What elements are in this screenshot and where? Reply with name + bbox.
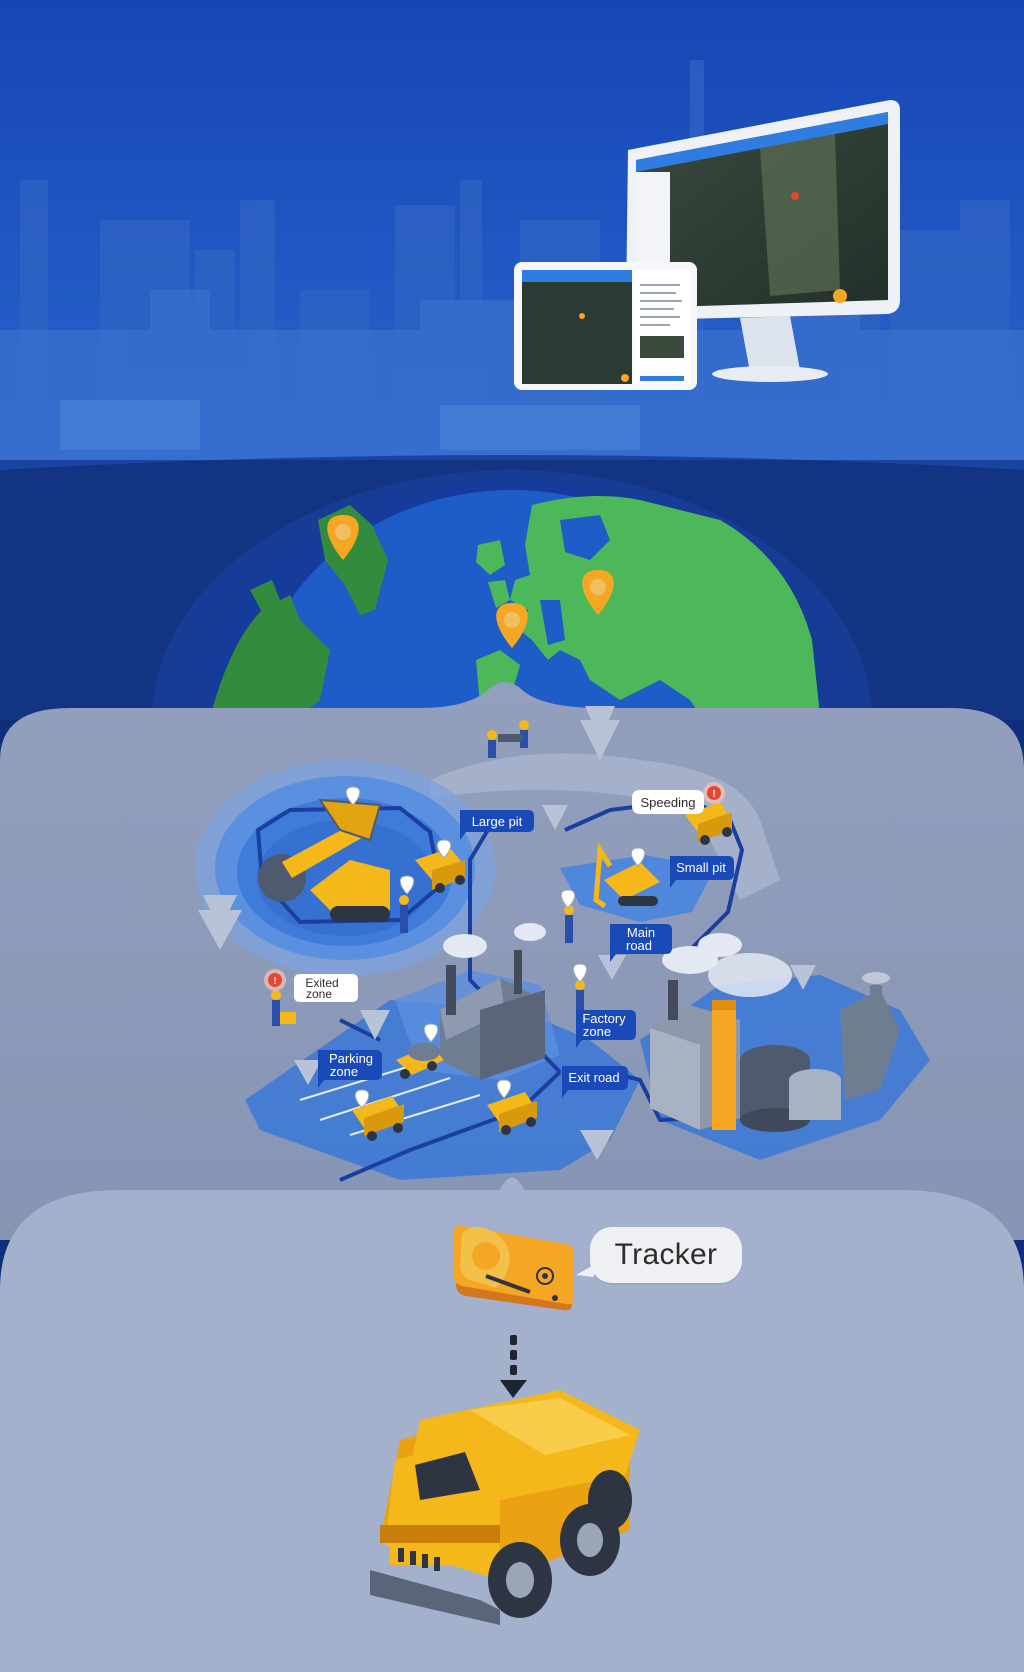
gps-tracker-icon [454,1225,574,1311]
tracker-callout: Tracker [576,1227,742,1283]
label-speeding: Speeding [632,790,704,814]
label-exit-road-text: Exit road [568,1070,619,1085]
alert-mark-speeding: ! [712,789,715,800]
factory-large [650,933,900,1132]
globe-pin-america [327,515,359,560]
label-factory-zone: Factory zone [576,1010,636,1048]
label-factory-zone-line2: zone [583,1024,611,1039]
mixer-truck [396,1043,444,1079]
label-parking-zone-line1: Parking [329,1051,373,1066]
alert-mark-exited-zone: ! [273,976,276,987]
globe-pin-europe-east [582,570,614,615]
label-exited-zone: Exited zone [294,974,358,1002]
label-large-pit: Large pit [460,810,534,840]
excavator-small-pit [593,842,660,909]
label-exit-road: Exit road [562,1066,628,1098]
label-parking-zone-line2: zone [330,1064,358,1079]
dump-truck-speeding [685,802,732,845]
label-exited-zone-line2: zone [306,987,332,1001]
label-large-pit-text: Large pit [472,814,523,829]
factory-small [440,923,546,1080]
mine-map-section [0,682,1024,1240]
dump-truck-parking [352,1096,404,1141]
label-factory-zone-line1: Factory [582,1011,626,1026]
location-pin-icon [345,786,646,1109]
tracker-label: Tracker [614,1238,718,1271]
label-main-road-line1: Main [627,925,655,940]
label-small-pit: Small pit [670,856,734,888]
bucket-wheel-excavator [258,798,390,922]
label-exited-zone-line1: Exited [305,976,338,990]
arrow-down-icon [500,1335,527,1398]
tablet-device [514,262,697,390]
dump-truck-exit [487,1092,537,1135]
alert-icon: ! [703,782,725,804]
dump-truck-large [370,1390,640,1625]
label-main-road-line2: road [626,938,652,953]
globe-pin-europe-west [496,603,528,648]
dump-truck-pit [415,848,465,893]
label-main-road: Main road [610,924,672,962]
label-parking-zone: Parking zone [318,1050,382,1088]
label-small-pit-text: Small pit [676,860,726,875]
label-speeding-text: Speeding [641,795,696,810]
alert-icon: ! [264,969,286,991]
